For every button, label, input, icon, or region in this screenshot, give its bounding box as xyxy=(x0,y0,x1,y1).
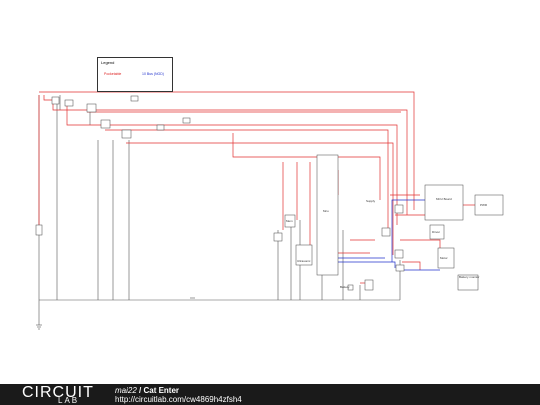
legend-red-label: Pocketable xyxy=(104,72,122,76)
ic-6 xyxy=(130,95,139,102)
ic-2 xyxy=(64,99,74,107)
conn-4 xyxy=(395,264,405,272)
mcu-chip xyxy=(316,154,339,276)
battery-label: Battery xyxy=(340,285,350,289)
circuit-title: mai22 / Cat Enter xyxy=(115,386,179,395)
conn-5 xyxy=(347,284,354,291)
conn-2 xyxy=(381,227,391,237)
mem-label: Mem xyxy=(286,219,293,223)
ic-3 xyxy=(86,103,97,113)
footer-bar: CIRCUIT LAB mai22 / Cat Enter http://cir… xyxy=(0,384,540,405)
ic-4 xyxy=(100,119,111,129)
circuit-url[interactable]: http://circuitlab.com/cw4869h4zfsh4 xyxy=(115,395,242,404)
mcu-label: Mcu xyxy=(323,209,329,213)
circuit-name: Cat Enter xyxy=(143,386,180,395)
components xyxy=(35,95,504,291)
battery-monitor-block xyxy=(457,274,479,291)
motor-label: Motor xyxy=(440,256,448,260)
ic-5 xyxy=(121,129,132,139)
legend: Legend Pocketable 10 Bus (NGD) xyxy=(97,57,173,92)
ultrasonic-label: Ultrasonic xyxy=(297,259,311,263)
circuitlab-logo[interactable]: CIRCUIT xyxy=(22,384,94,401)
component-labels: Mcu MCU Board PWR Driver Motor Battery m… xyxy=(286,197,488,289)
title-separator: / xyxy=(136,386,144,395)
conn-1 xyxy=(394,204,404,214)
ultrasonic-block xyxy=(295,244,313,266)
pwr-block xyxy=(474,194,504,216)
conn-3 xyxy=(394,249,404,259)
red-wires xyxy=(38,91,475,284)
ic-8 xyxy=(182,117,191,124)
mem-block xyxy=(284,214,296,228)
supply-label: Supply xyxy=(366,199,376,203)
driver-block xyxy=(429,224,445,240)
driver-label: Driver xyxy=(432,230,440,234)
switch-block xyxy=(273,232,283,242)
ic-7 xyxy=(156,124,165,131)
legend-title: Legend xyxy=(101,60,115,65)
resistor-block xyxy=(35,224,43,236)
battery-monitor-label: Battery monitor xyxy=(459,275,479,279)
transistor-block xyxy=(364,279,374,291)
legend-blue-label: 10 Bus (NGD) xyxy=(142,72,164,76)
author-name[interactable]: mai22 xyxy=(115,386,137,395)
pwr-label: PWR xyxy=(480,203,488,207)
motor-block xyxy=(437,247,455,269)
circuitlab-logo-sub: LAB xyxy=(58,396,80,405)
schematic-canvas: Mcu MCU Board PWR Driver Motor Battery m… xyxy=(35,77,504,330)
ic-1 xyxy=(51,96,60,105)
blue-wires xyxy=(338,199,440,271)
mcu-board-label: MCU Board xyxy=(436,197,452,201)
mcu-board-block xyxy=(424,184,464,221)
